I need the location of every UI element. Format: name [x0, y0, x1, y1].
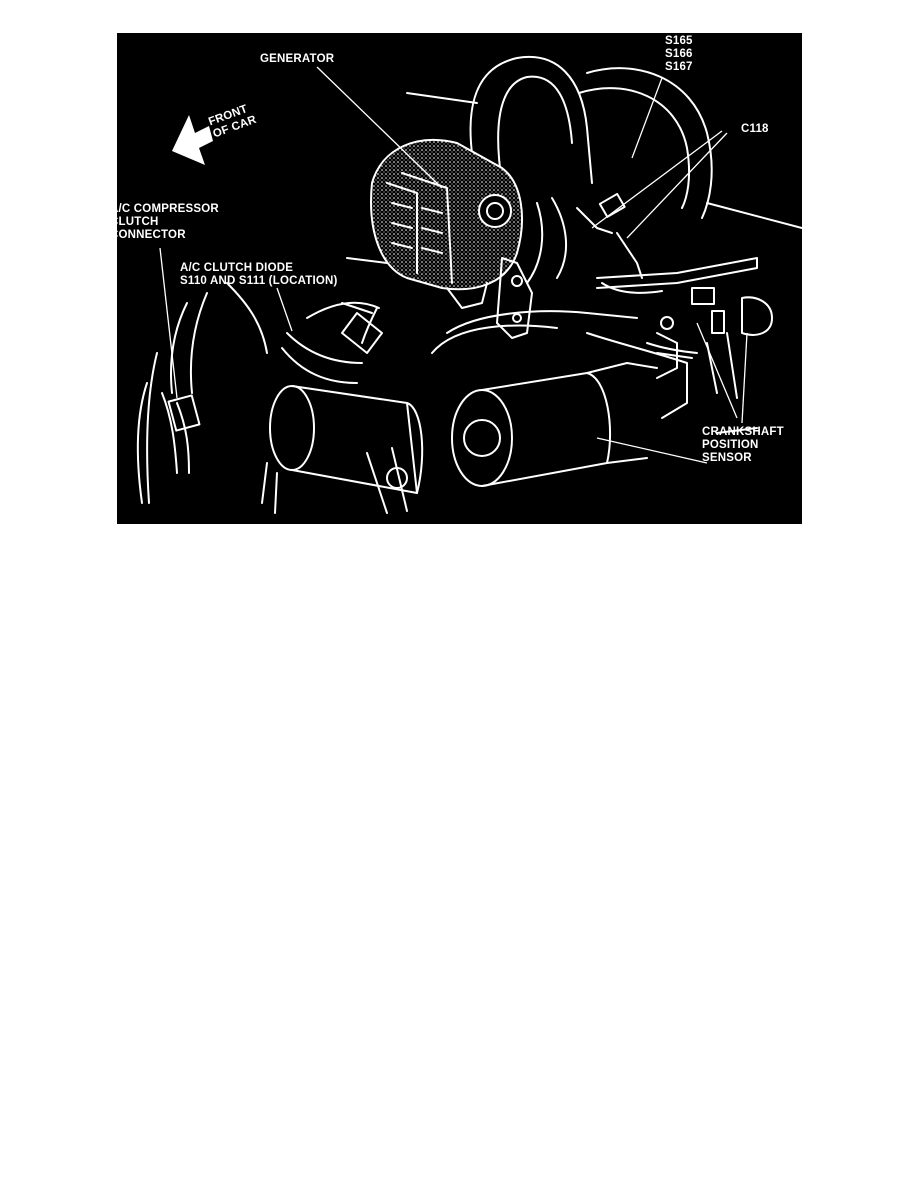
- fender-lines: [136, 282, 268, 504]
- air-intake-duct: [406, 55, 802, 229]
- wiring-harness: [526, 192, 773, 336]
- crankshaft-leader-3: [596, 437, 708, 464]
- ac-compressor-leader: [159, 247, 178, 399]
- front-of-car-arrow-icon: [172, 115, 213, 165]
- c118-leader-1: [591, 130, 723, 229]
- ac-lines: [161, 301, 383, 474]
- engine-block: [366, 316, 758, 514]
- splice-s165-s167-label: S165 S166 S167: [665, 35, 693, 73]
- leader-lines: [159, 66, 748, 464]
- ac-compressor-clutch-connector-label: A/C COMPRESSOR CLUTCH CONNECTOR: [117, 203, 219, 241]
- starter-motor: [261, 385, 424, 514]
- generator-bracket: [431, 257, 638, 354]
- engine-illustration: [136, 55, 802, 514]
- generator-leader: [316, 66, 443, 189]
- crankshaft-leader-1: [696, 322, 738, 419]
- crankshaft-position-sensor-label: CRANKSHAFT POSITION SENSOR: [702, 426, 784, 464]
- splices-leader: [631, 77, 663, 159]
- ac-clutch-diode-label: A/C CLUTCH DIODE S110 AND S111 (LOCATION…: [180, 262, 338, 287]
- c118-leader-2: [626, 132, 728, 239]
- generator-label: GENERATOR: [260, 53, 335, 65]
- oil-filter: [451, 362, 658, 487]
- ac-clutch-diode-leader: [276, 287, 293, 332]
- crankshaft-leader-2: [741, 332, 748, 424]
- generator-body: [346, 138, 523, 309]
- engine-diagram: GENERATOR S165 S166 S167 FRONT OF CAR C1…: [117, 33, 802, 524]
- c118-label: C118: [741, 123, 769, 135]
